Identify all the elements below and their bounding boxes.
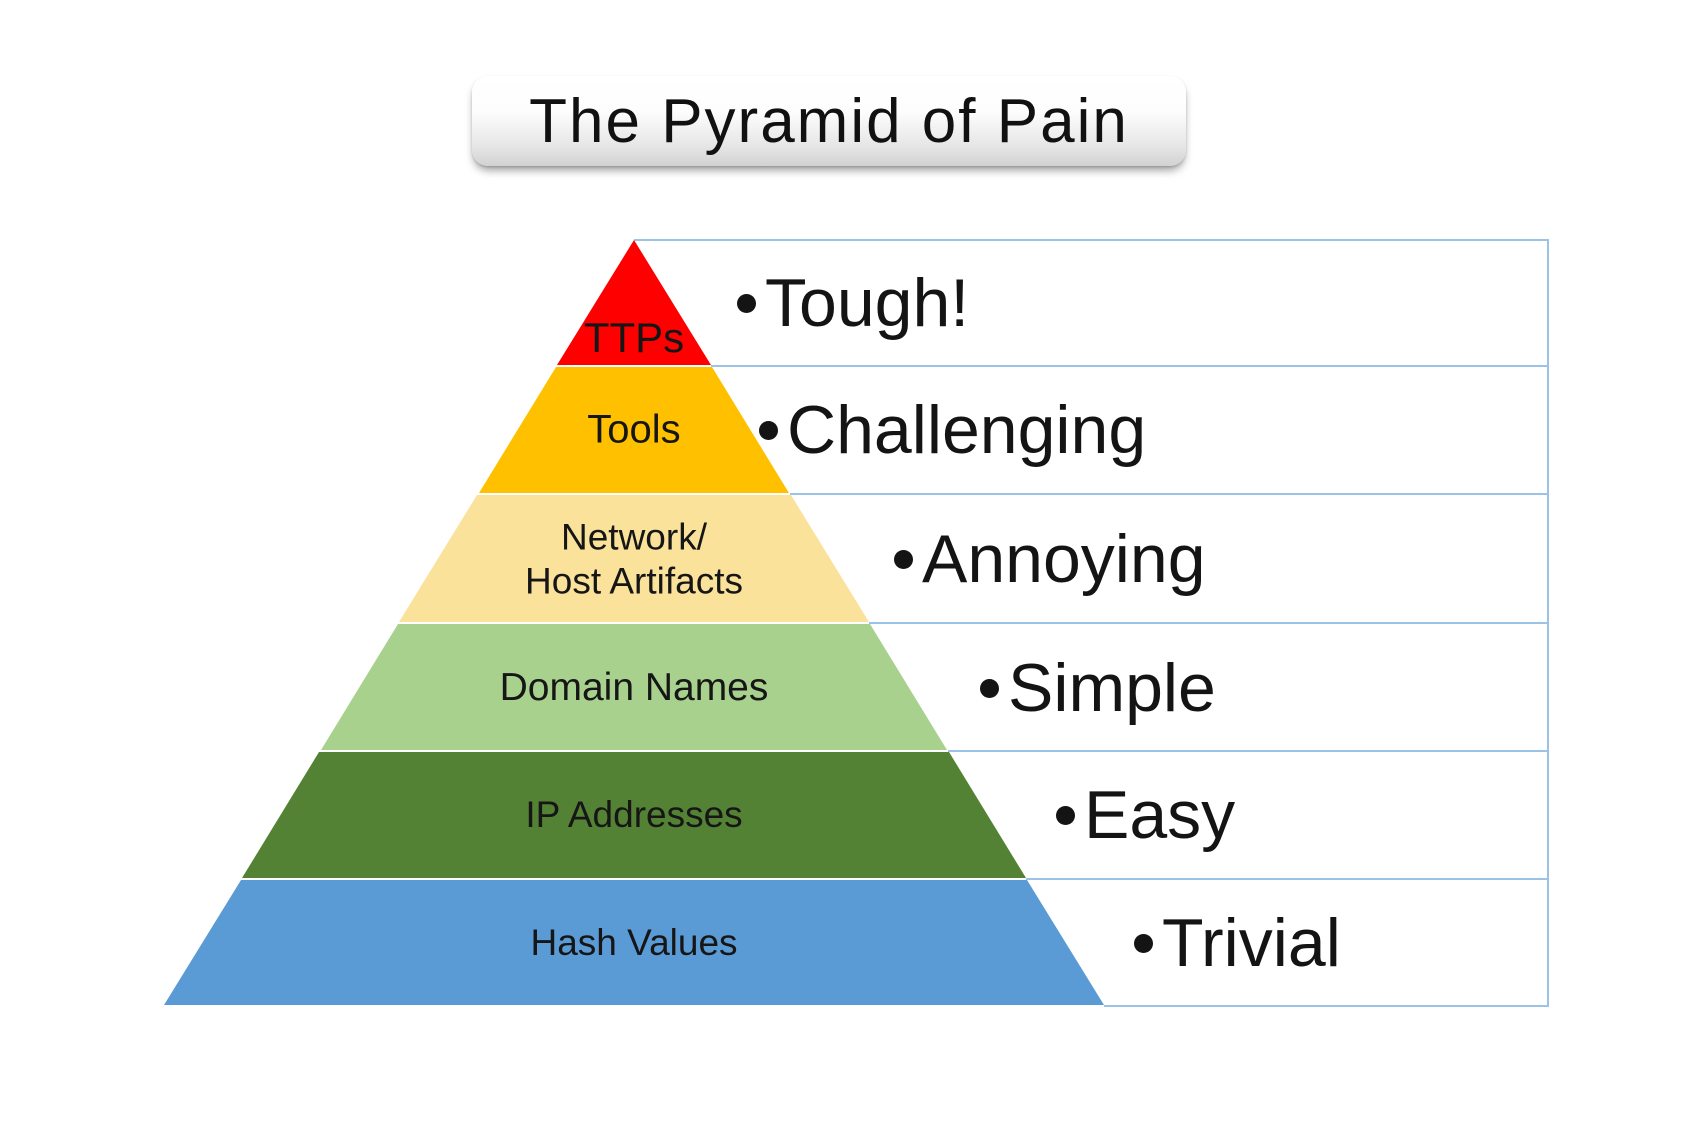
difficulty-label-simple: Simple (1008, 650, 1216, 726)
bullet-icon (759, 420, 778, 440)
bullet-icon (1134, 933, 1153, 953)
bullet-icon (980, 678, 999, 698)
band-label-hash-values: Hash Values (530, 922, 738, 964)
pyramid-level-network-host-artifacts (399, 495, 869, 622)
band-label-ip-addresses: IP Addresses (525, 794, 743, 836)
difficulty-label-easy: Easy (1084, 777, 1236, 853)
difficulty-row-simple: Simple (980, 649, 1216, 727)
row-divider-bottom (1104, 1005, 1549, 1007)
difficulty-row-tough: Tough! (737, 264, 969, 342)
difficulty-row-easy: Easy (1056, 776, 1235, 854)
difficulty-label-challenging: Challenging (787, 392, 1147, 468)
pyramid-level-tools (479, 367, 789, 493)
difficulty-label-trivial: Trivial (1162, 905, 1341, 981)
difficulty-label-annoying: Annoying (922, 521, 1206, 597)
difficulty-row-annoying: Annoying (894, 520, 1206, 598)
band-label-tools: Tools (587, 407, 681, 452)
row-divider-2 (790, 493, 1549, 495)
row-divider-4 (948, 750, 1549, 752)
table-right-border (1547, 239, 1549, 1007)
difficulty-label-tough: Tough! (765, 265, 970, 341)
pyramid-level-ttps (557, 240, 711, 365)
pyramid-level-ip-addresses (242, 752, 1026, 878)
row-divider-1 (711, 365, 1549, 367)
page-title: The Pyramid of Pain (529, 86, 1129, 156)
pyramid-level-domain-names (321, 624, 947, 750)
pyramid-level-hash-values (164, 880, 1104, 1005)
row-divider-top (634, 239, 1549, 241)
difficulty-row-challenging: Challenging (759, 391, 1146, 469)
title-box: The Pyramid of Pain (472, 76, 1186, 166)
difficulty-row-trivial: Trivial (1134, 904, 1341, 982)
bullet-icon (737, 293, 756, 313)
bullet-icon (1056, 805, 1075, 825)
row-divider-5 (1026, 878, 1549, 880)
band-label-network-host-artifacts: Network/ Host Artifacts (525, 516, 743, 601)
band-label-ttps: TTPs (583, 314, 685, 362)
band-label-domain-names: Domain Names (499, 665, 769, 709)
row-divider-3 (869, 622, 1549, 624)
bullet-icon (894, 549, 913, 569)
